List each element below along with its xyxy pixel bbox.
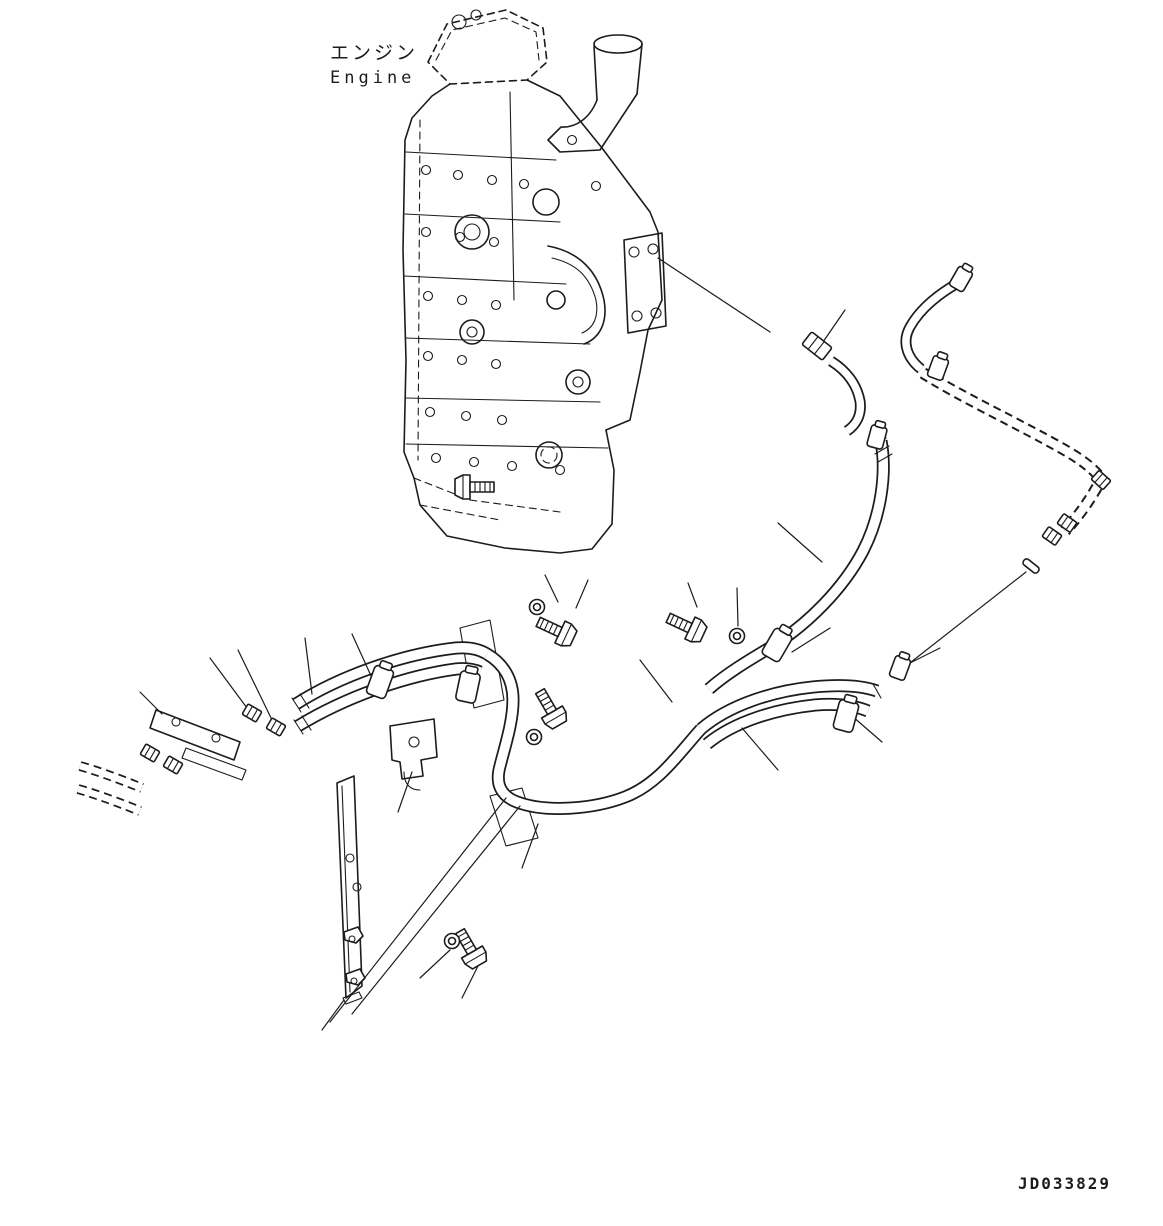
engine-block bbox=[402, 9, 667, 554]
engine-hex-bolt bbox=[454, 474, 495, 500]
washer bbox=[525, 728, 543, 746]
engine-label: エンジン Engine bbox=[330, 40, 418, 90]
mounting-plate-bracket bbox=[336, 775, 366, 1005]
upper-stub-hose bbox=[827, 356, 866, 436]
clamp-half bbox=[265, 717, 287, 737]
engine-label-japanese: エンジン bbox=[330, 42, 419, 64]
return-hose bbox=[704, 437, 893, 694]
left-clamp-bracket bbox=[149, 709, 247, 781]
upper-right-hose bbox=[900, 276, 1103, 536]
leader-lines bbox=[139, 257, 1027, 1031]
valve-cover bbox=[427, 9, 548, 85]
hose-clamp-small bbox=[947, 260, 977, 294]
hose-clamp bbox=[760, 621, 797, 664]
washer bbox=[443, 932, 461, 950]
hex-bolt bbox=[528, 684, 571, 732]
sleeve-nut bbox=[1041, 525, 1063, 547]
drawing-number: JD033829 bbox=[1018, 1174, 1112, 1193]
hose-clamp-small bbox=[925, 349, 952, 382]
clamp-half bbox=[241, 703, 263, 723]
engine-mount-plate bbox=[623, 232, 667, 334]
hidden-stub-tubes bbox=[76, 761, 144, 816]
plug bbox=[1020, 556, 1042, 576]
support-bracket bbox=[389, 718, 438, 791]
clamp-half bbox=[139, 743, 161, 763]
fasteners bbox=[139, 260, 1112, 972]
engine-bolt-holes bbox=[420, 134, 602, 476]
hex-bolt bbox=[532, 610, 580, 651]
clamp-half bbox=[162, 755, 184, 775]
washer bbox=[728, 627, 746, 645]
exhaust-pipe bbox=[547, 34, 643, 153]
washer bbox=[528, 598, 546, 616]
hose-clamp-small bbox=[887, 649, 914, 682]
hex-bolt bbox=[662, 606, 710, 647]
engine-label-english: Engine bbox=[330, 67, 416, 88]
